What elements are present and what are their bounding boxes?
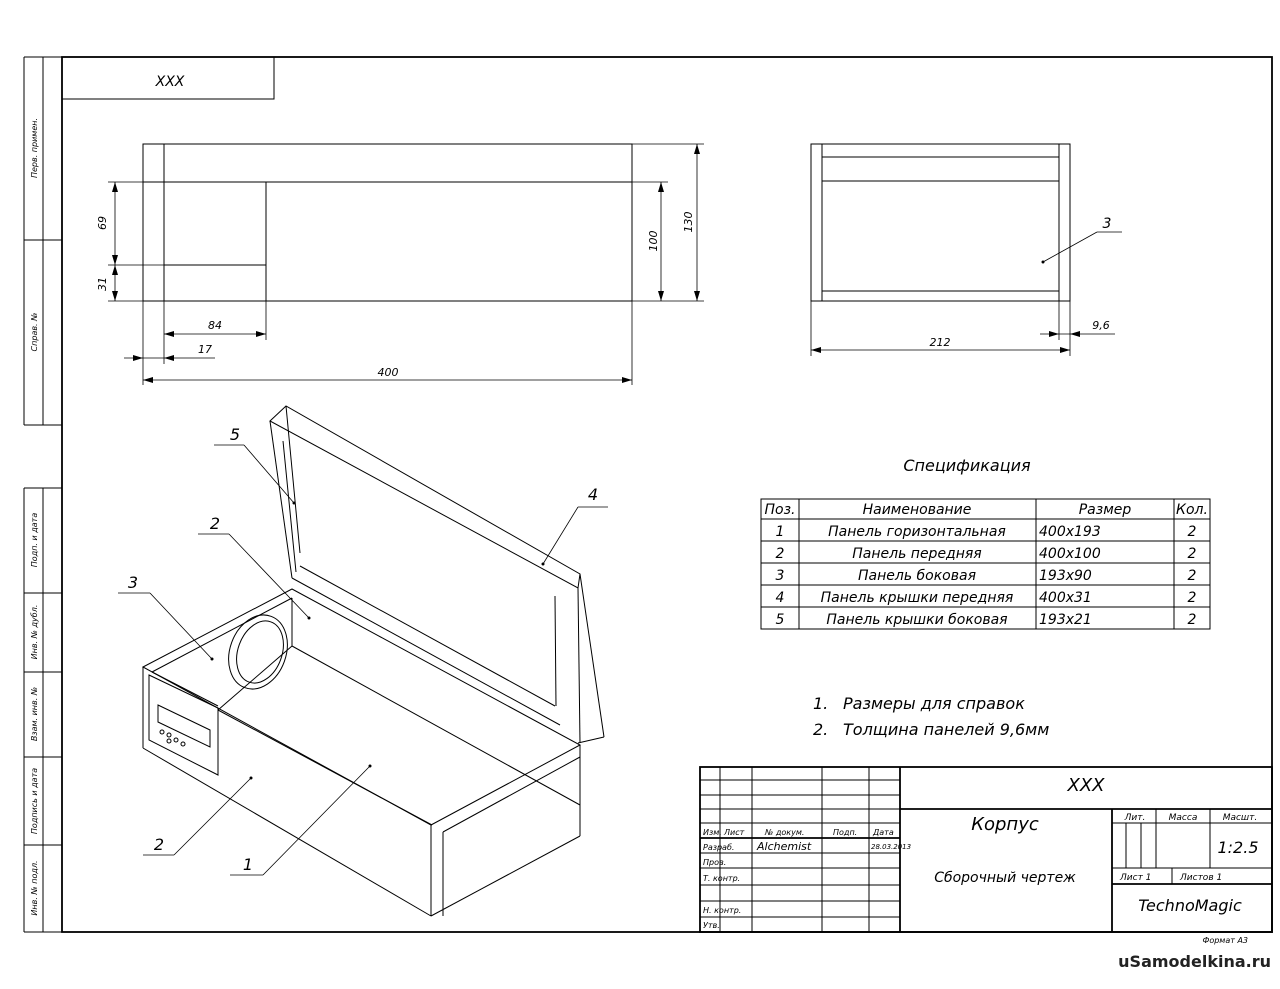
- isometric-view: 1 2 3 2 5 4: [118, 405, 608, 917]
- dim-400: 400: [378, 366, 399, 379]
- tb-doc-type: Сборочный чертеж: [934, 870, 1076, 886]
- stamp-inv-dubl: Инв. № дубл.: [30, 605, 39, 660]
- tb-sheets: Листов 1: [1179, 873, 1222, 883]
- spec-row-3-size: 193х90: [1039, 568, 1092, 584]
- spec-header-size: Размер: [1079, 502, 1132, 518]
- dim-17: 17: [198, 343, 212, 356]
- tb-hdr-list: Лист: [723, 828, 745, 837]
- spec-row-5-size: 193х21: [1039, 612, 1092, 628]
- spec-header-qty: Кол.: [1176, 502, 1208, 518]
- dim-69: 69: [96, 216, 109, 230]
- tb-mass: Масса: [1169, 813, 1198, 823]
- side-pos-3: 3: [1103, 216, 1112, 232]
- title-block: Изм. Лист № докум. Подп. Дата Разраб. Al…: [699, 766, 1273, 933]
- spec-row-4-size: 400х31: [1039, 590, 1092, 606]
- tb-code: XXX: [1067, 775, 1106, 796]
- top-code-box: [61, 56, 275, 100]
- stamp-perv-primen: Перв. примен.: [30, 118, 39, 178]
- stamp-inv-podl: Инв. № подл.: [30, 860, 39, 915]
- spec-row-2-size: 400х100: [1039, 546, 1101, 562]
- watermark: uSamodelkina.ru: [1118, 952, 1271, 971]
- spec-row-2-name: Панель передняя: [852, 546, 981, 562]
- stamp-vzam-inv: Взам. инв. №: [30, 687, 39, 741]
- tb-hdr-doc: № докум.: [764, 828, 804, 837]
- spec-row-3-qty: 2: [1188, 568, 1197, 584]
- sheet-frame: [61, 56, 1273, 933]
- spec-header-pos: Поз.: [765, 502, 796, 518]
- tb-role-utv: Утв.: [703, 921, 720, 930]
- tb-lit: Лит.: [1124, 813, 1146, 823]
- tb-scale-label: Масшт.: [1223, 813, 1258, 823]
- spec-row-5-name: Панель крышки боковая: [826, 612, 1007, 628]
- spec-header-name: Наименование: [863, 502, 972, 518]
- spec-row-2-qty: 2: [1188, 546, 1197, 562]
- spec-row-1-pos: 1: [776, 524, 785, 540]
- stamp-podp-data: Подп. и дата: [30, 513, 39, 568]
- tb-role-prov: Пров.: [703, 858, 726, 867]
- iso-pos-3: 3: [128, 573, 138, 592]
- notes: 1. Размеры для справок 2. Толщина панеле…: [813, 694, 1049, 739]
- spec-row-5-qty: 2: [1188, 612, 1197, 628]
- spec-row-4-name: Панель крышки передняя: [821, 590, 1014, 606]
- spec-row-4-qty: 2: [1188, 590, 1197, 606]
- dim-100: 100: [647, 231, 660, 252]
- tb-developer: Alchemist: [756, 840, 812, 853]
- iso-pos-1: 1: [243, 855, 253, 874]
- iso-pos-4: 4: [588, 485, 598, 504]
- spec-row-1-name: Панель горизонтальная: [828, 524, 1006, 540]
- tb-role-nkontr: Н. контр.: [703, 906, 741, 915]
- tb-date: 28.03.2013: [871, 843, 911, 851]
- dim-31: 31: [96, 277, 109, 291]
- dim-9-6: 9,6: [1092, 319, 1110, 332]
- top-code: XXX: [155, 74, 185, 90]
- dim-212: 212: [930, 336, 951, 349]
- tb-hdr-podp: Подп.: [833, 828, 857, 837]
- tb-hdr-izm: Изм.: [703, 828, 722, 837]
- side-view: 3 212 9,6: [810, 143, 1122, 356]
- iso-pos-2-front: 2: [154, 835, 164, 854]
- front-view: 69 31 100 130 84 17 400: [96, 143, 704, 385]
- spec-row-3-name: Панель боковая: [858, 568, 976, 584]
- tb-role-tkontr: Т. контр.: [703, 874, 740, 883]
- dim-84: 84: [208, 319, 222, 332]
- tb-role-razrab: Разраб.: [703, 843, 734, 852]
- tb-org: TechnoMagic: [1138, 896, 1242, 915]
- tb-scale: 1:2.5: [1217, 838, 1258, 857]
- note-2-text: Толщина панелей 9,6мм: [843, 720, 1049, 739]
- spec-row-4-pos: 4: [776, 590, 785, 606]
- spec-row-5-pos: 5: [776, 612, 785, 628]
- spec-row-2-pos: 2: [776, 546, 785, 562]
- format-label: Формат А3: [1202, 936, 1248, 945]
- tb-sheet: Лист 1: [1119, 873, 1151, 883]
- stamp-sprav: Справ. №: [30, 313, 39, 352]
- spec-row-1-size: 400х193: [1039, 524, 1101, 540]
- stamp-podpis-data: Подпись и дата: [30, 768, 39, 834]
- tb-name: Корпус: [971, 814, 1039, 835]
- note-1-number: 1.: [813, 694, 828, 713]
- dim-130: 130: [682, 212, 695, 233]
- note-1-text: Размеры для справок: [843, 694, 1025, 713]
- side-stamp: Перв. примен. Справ. № Подп. и дата Инв.…: [23, 56, 62, 933]
- note-2-number: 2.: [813, 720, 828, 739]
- tb-hdr-date: Дата: [872, 828, 894, 837]
- spec-row-3-pos: 3: [776, 568, 785, 584]
- spec-row-1-qty: 2: [1188, 524, 1197, 540]
- spec-table: Спецификация Поз. Наименование Размер Ко…: [760, 456, 1211, 630]
- spec-title: Спецификация: [903, 456, 1031, 475]
- iso-pos-2: 2: [210, 514, 220, 533]
- iso-pos-5: 5: [230, 425, 240, 444]
